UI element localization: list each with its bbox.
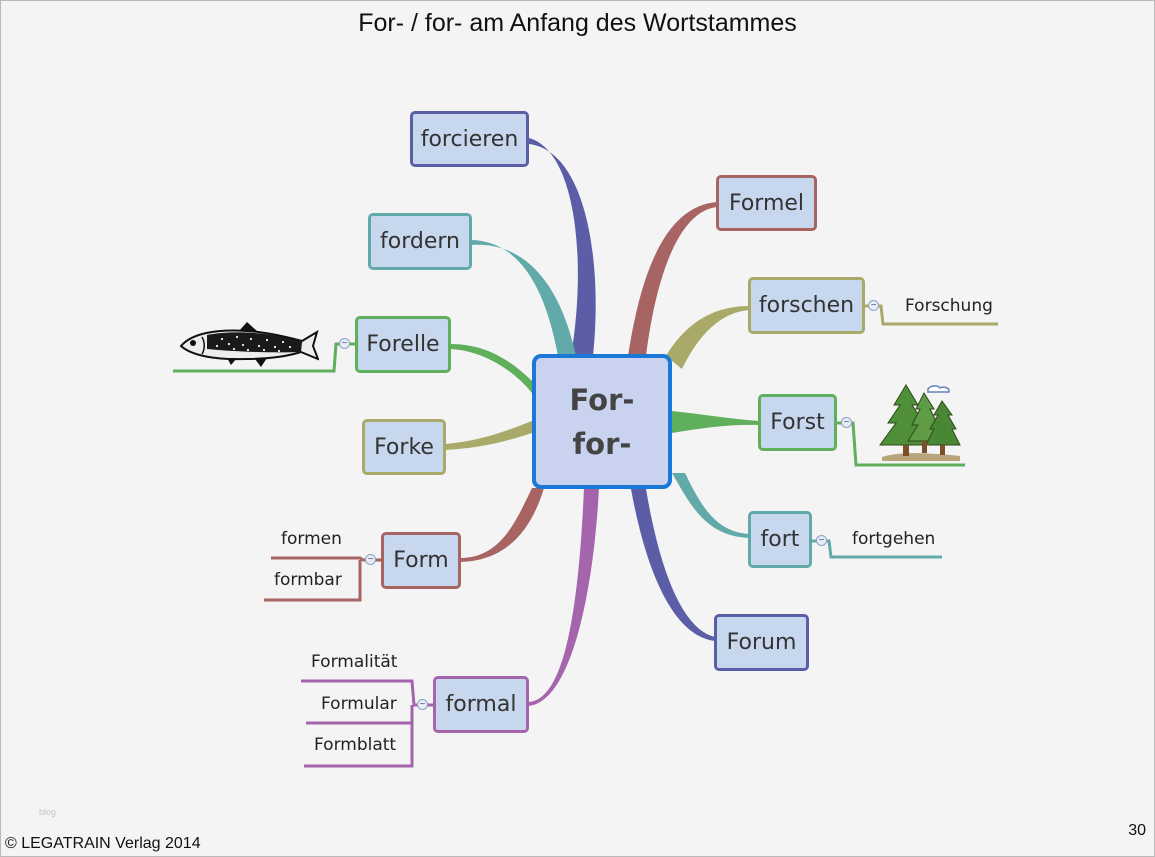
- collapse-toggle-form[interactable]: −: [365, 554, 376, 565]
- page-number: 30: [1128, 822, 1146, 839]
- slide-title: For- / for- am Anfang des Wortstammes: [358, 9, 797, 37]
- branch-link-forum: [631, 489, 715, 641]
- branch-link-fort: [672, 473, 749, 538]
- node-fordern[interactable]: fordern: [368, 213, 472, 270]
- subtopic-fortgehen[interactable]: fortgehen: [852, 529, 936, 549]
- collapse-toggle-forst[interactable]: −: [841, 417, 852, 428]
- subtopic-formblatt[interactable]: Formblatt: [314, 735, 397, 755]
- collapse-toggle-fort[interactable]: −: [816, 535, 827, 546]
- node-formel[interactable]: Formel: [716, 175, 817, 231]
- branch-link-fordern: [471, 240, 576, 356]
- node-forst[interactable]: Forst: [758, 394, 837, 451]
- node-forschen[interactable]: forschen: [748, 277, 865, 334]
- forest-trees-image: [879, 384, 961, 461]
- branch-link-forst: [672, 411, 759, 433]
- branch-link-forke: [445, 421, 532, 450]
- node-forcieren[interactable]: forcieren: [410, 111, 529, 167]
- branch-link-forcieren: [529, 138, 596, 356]
- branch-link-form: [460, 488, 544, 562]
- node-forum[interactable]: Forum: [714, 614, 809, 671]
- subtopic-formen[interactable]: formen: [281, 529, 342, 549]
- branch-link-formel: [628, 202, 717, 356]
- subtopic-forschung[interactable]: Forschung: [905, 296, 993, 316]
- collapse-toggle-forschen[interactable]: −: [868, 300, 879, 311]
- watermark-text: blog: [39, 807, 57, 817]
- node-fort[interactable]: fort: [748, 511, 812, 568]
- trout-fish-image: [179, 322, 319, 367]
- copyright-footer: © LEGATRAIN Verlag 2014: [5, 835, 201, 852]
- branch-link-forschen: [666, 306, 749, 369]
- subtopic-formalitaet[interactable]: Formalität: [311, 652, 398, 672]
- node-form[interactable]: Form: [381, 532, 461, 589]
- branch-link-formal: [528, 488, 599, 706]
- central-topic-line1: For-: [569, 382, 635, 417]
- central-topic-line2: for-: [572, 426, 632, 461]
- subtopic-formular[interactable]: Formular: [321, 694, 397, 714]
- node-forke[interactable]: Forke: [362, 419, 446, 475]
- collapse-toggle-formal[interactable]: −: [417, 699, 428, 710]
- node-formal[interactable]: formal: [433, 676, 529, 733]
- node-forelle[interactable]: Forelle: [355, 316, 451, 373]
- branch-link-forelle: [451, 344, 532, 393]
- central-topic-node[interactable]: For- for-: [532, 354, 672, 489]
- collapse-toggle-forelle[interactable]: −: [339, 338, 350, 349]
- subtopic-formbar[interactable]: formbar: [274, 570, 342, 590]
